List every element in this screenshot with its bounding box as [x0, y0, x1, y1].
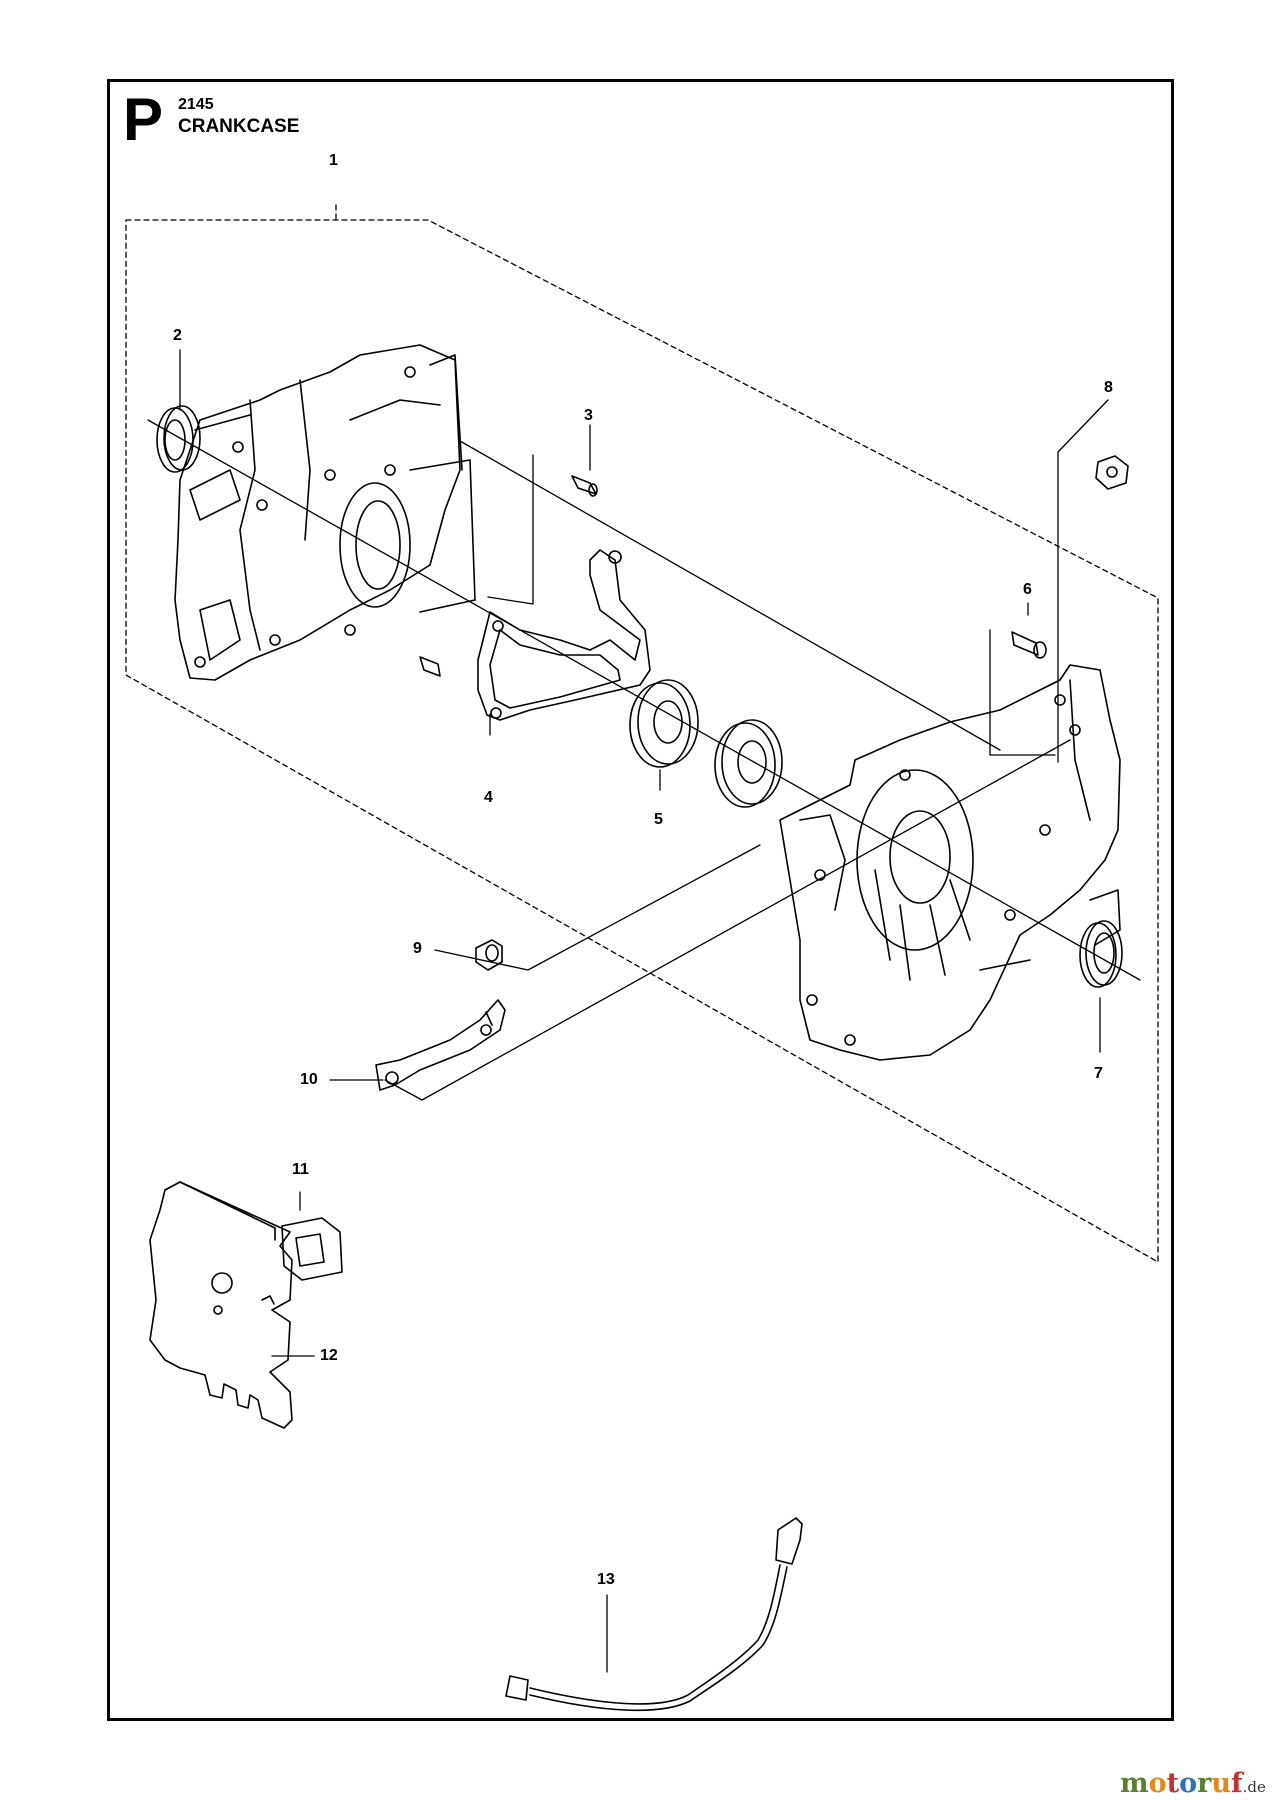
callout-7: 7 — [1094, 1065, 1103, 1082]
rubber-buffer — [475, 939, 503, 971]
callout-9: 9 — [413, 940, 422, 957]
assembly-1-outline — [125, 204, 1159, 1263]
model-number: 2145 — [178, 96, 214, 113]
callout-10: 10 — [300, 1071, 318, 1088]
diagram-frame — [107, 79, 1174, 1721]
oil-seal-right — [1079, 920, 1123, 988]
crankcase-left-half — [174, 344, 476, 681]
guide-pin — [419, 475, 598, 677]
section-letter: P — [123, 86, 164, 153]
callout-1: 1 — [329, 152, 338, 169]
callout-13: 13 — [597, 1571, 615, 1588]
cable — [505, 1517, 803, 1712]
gasket — [477, 549, 651, 721]
callout-3: 3 — [584, 407, 593, 424]
page-title: CRANKCASE — [178, 116, 300, 137]
callout-8: 8 — [1104, 379, 1113, 396]
callout-2: 2 — [173, 327, 182, 344]
ball-bearings — [629, 679, 783, 808]
spacer — [281, 1217, 343, 1281]
callout-4: 4 — [484, 789, 493, 806]
screw — [1011, 631, 1047, 659]
heat-shield — [149, 1181, 293, 1429]
bracket — [375, 999, 506, 1091]
callout-5: 5 — [654, 811, 663, 828]
leader-lines — [147, 349, 1141, 1673]
crankcase-right-half — [779, 664, 1121, 1061]
nut — [1095, 455, 1129, 490]
motoruf-logo: motoruf.de — [1120, 1768, 1266, 1799]
callout-6: 6 — [1023, 581, 1032, 598]
callout-11: 11 — [292, 1161, 309, 1178]
callout-12: 12 — [320, 1347, 338, 1364]
